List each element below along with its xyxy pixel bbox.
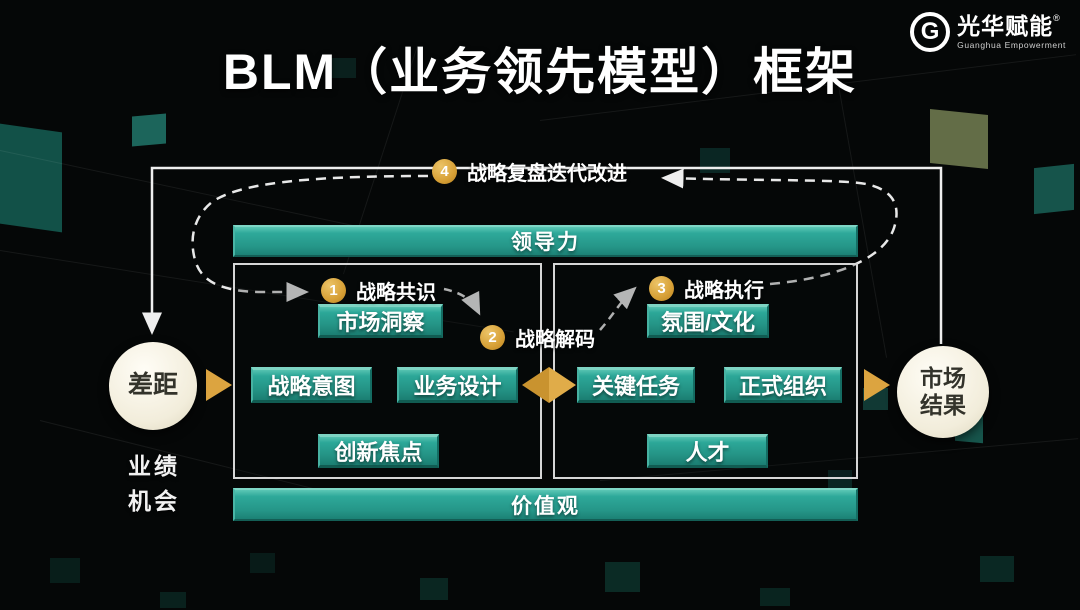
logo-g-icon: G xyxy=(910,12,951,52)
step-1-number-badge: 1 xyxy=(321,278,346,303)
strategic-intent-button: 战略意图 xyxy=(251,367,372,403)
talent-button: 人才 xyxy=(647,434,768,468)
business-design-button: 业务设计 xyxy=(397,367,518,403)
gap-to-strategy-arrow-icon xyxy=(206,369,232,401)
innovation-focus-button: 创新焦点 xyxy=(318,434,439,468)
dashed-step2-to-step3 xyxy=(599,286,637,331)
step-4-review: 4 战略复盘迭代改进 xyxy=(432,157,627,186)
step-2-number-badge: 2 xyxy=(480,325,505,350)
step-1-consensus: 1 战略共识 xyxy=(321,276,436,305)
market-result-circle: 市场 结果 xyxy=(897,346,989,438)
step-2-decoding: 2 战略解码 xyxy=(480,323,595,352)
execution-to-result-arrow-icon xyxy=(864,369,890,401)
market-insight-button: 市场洞察 xyxy=(318,304,443,338)
performance-label: 业绩 xyxy=(128,453,180,479)
gap-circle: 差距 xyxy=(109,342,197,430)
step-3-execution: 3 战略执行 xyxy=(649,274,764,303)
culture-button: 氛围/文化 xyxy=(647,304,769,338)
opportunity-label: 机会 xyxy=(128,488,180,514)
step-4-number-badge: 4 xyxy=(432,159,457,184)
registered-mark: ® xyxy=(1053,12,1060,23)
logo-name: 光华赋能® xyxy=(957,12,1060,39)
feedback-line xyxy=(142,166,943,344)
leadership-bar: 领导力 xyxy=(233,225,858,257)
dashed-step3-to-step4 xyxy=(661,168,898,286)
key-tasks-button: 关键任务 xyxy=(577,367,695,403)
page-title: BLM（业务领先模型）框架 xyxy=(222,44,858,100)
formal-organization-button: 正式组织 xyxy=(724,367,842,403)
brand-logo: G 光华赋能® Guanghua Empowerment xyxy=(910,12,1066,52)
dashed-step1-to-step2 xyxy=(443,287,481,316)
logo-subtitle: Guanghua Empowerment xyxy=(957,39,1066,50)
values-bar: 价值观 xyxy=(233,488,858,521)
step-3-number-badge: 3 xyxy=(649,276,674,301)
